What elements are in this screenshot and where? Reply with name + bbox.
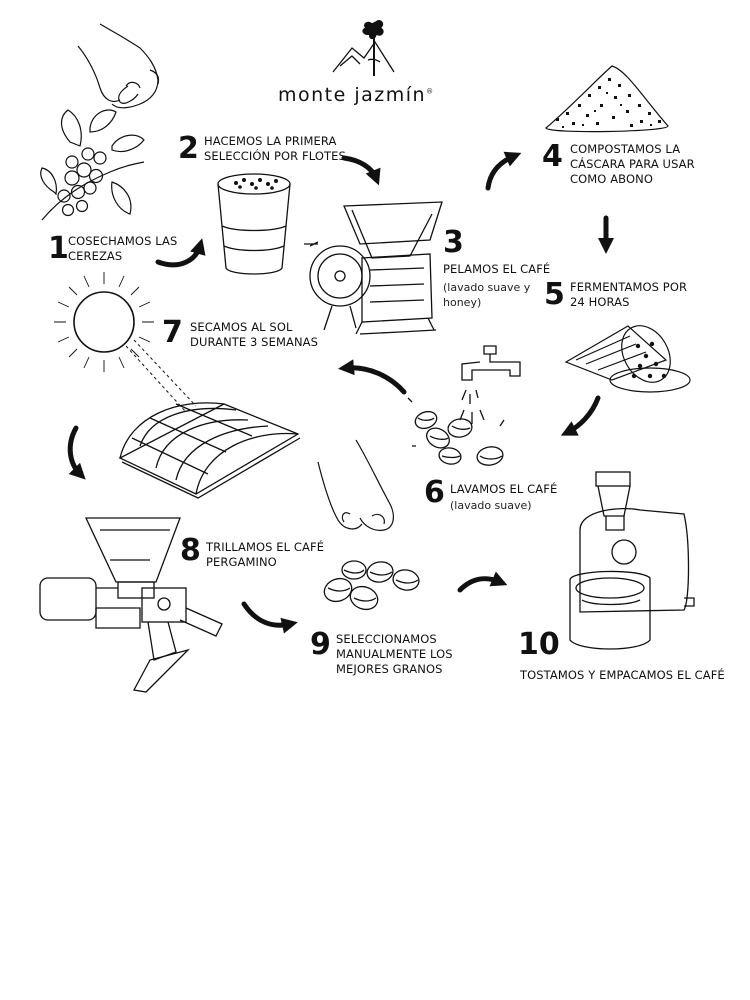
step-3-number: 3 [443, 225, 464, 260]
arrow-icon [457, 571, 508, 593]
arrow-icon [485, 151, 522, 191]
washed-beans-icon [407, 397, 505, 466]
pulping-machine-icon [304, 201, 443, 335]
coffee-branch-icon [40, 109, 145, 221]
step-9-number: 9 [310, 627, 331, 662]
step-5-number: 5 [544, 277, 565, 312]
arrow-icon [155, 238, 206, 268]
step-2-number: 2 [178, 131, 199, 166]
arrow-icon [241, 601, 298, 634]
green-beans-icon [323, 560, 420, 611]
step-10-label: TOSTAMOS Y EMPACAMOS EL CAFÉ [520, 668, 725, 682]
hand-selecting-icon [317, 439, 394, 531]
sun-icon [54, 272, 197, 413]
step-8-number: 8 [180, 533, 201, 568]
water-faucet-icon [459, 345, 521, 424]
hand-picking-icon [77, 23, 160, 109]
flotation-bucket-icon [217, 173, 291, 275]
step-6-note: (lavado suave) [450, 499, 532, 512]
brand-name: monte jazmín® [278, 84, 435, 106]
step-6-label: LAVAMOS EL CAFÉ [450, 482, 558, 496]
greenhouse-dryer-icon [118, 402, 301, 499]
huller-machine-icon [39, 517, 223, 693]
process-arrows [67, 151, 615, 634]
arrow-icon [67, 425, 86, 480]
compost-pile-icon [545, 65, 669, 133]
step-4-number: 4 [542, 139, 563, 174]
arrow-icon [560, 395, 601, 436]
fermentation-basket-icon [564, 325, 691, 393]
step-6-number: 6 [424, 475, 445, 510]
arrow-icon [338, 359, 407, 395]
step-1-number: 1 [48, 231, 69, 266]
step-7-number: 7 [162, 315, 183, 350]
mountain-tree-logo-icon [332, 20, 395, 76]
roaster-machine-icon [569, 471, 695, 650]
arrow-icon [341, 155, 381, 186]
step-3-label: PELAMOS EL CAFÉ [443, 262, 551, 276]
step-10-number: 10 [518, 627, 560, 662]
